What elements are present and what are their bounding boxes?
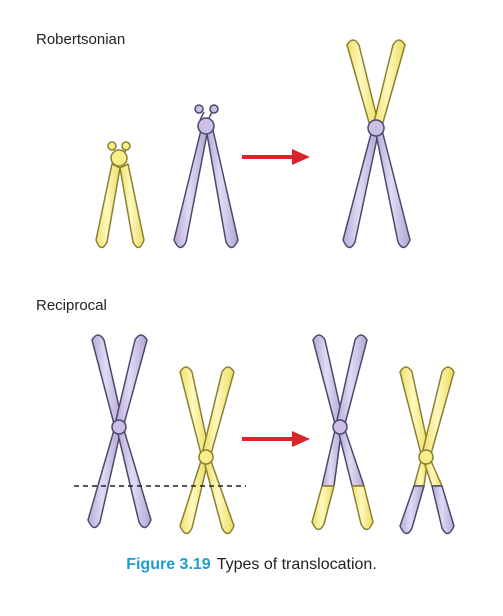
figure-number: Figure 3.19: [126, 556, 211, 573]
figure-caption-text: Types of translocation.: [216, 556, 377, 573]
chromosome-yellow-x: [179, 366, 235, 535]
arrow-reciprocal: [242, 431, 310, 447]
section-label-robertsonian: Robertsonian: [36, 31, 126, 48]
chromosome-small-yellow: [95, 141, 145, 249]
chromosome-purple-x-translocated: [311, 334, 374, 531]
figure-caption: Figure 3.19 Types of translocation.: [0, 556, 503, 574]
chromosome-purple-x: [87, 334, 152, 529]
chromosome-large-purple: [173, 104, 239, 249]
chromosome-fused-robertsonian: [342, 39, 411, 249]
section-label-reciprocal: Reciprocal: [36, 297, 107, 314]
arrow-robertsonian: [242, 149, 310, 165]
chromosome-yellow-x-translocated: [399, 366, 455, 535]
